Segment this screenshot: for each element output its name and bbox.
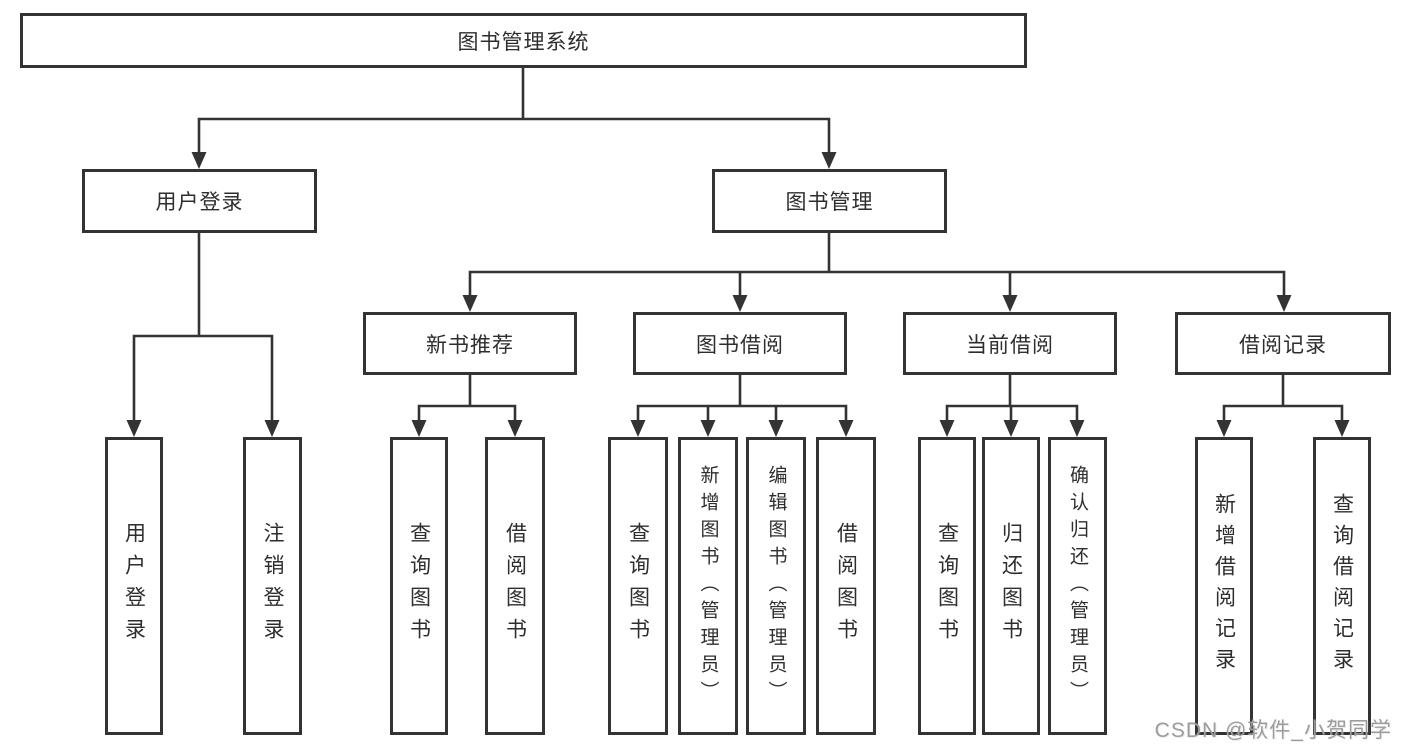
connector-borrow-group	[636, 375, 848, 421]
node-user-login-leaf: 用户登录	[105, 437, 163, 735]
node-user-login: 用户登录	[82, 169, 317, 233]
connector-records-group	[1222, 375, 1344, 421]
node-book-borrowing: 图书借阅	[633, 312, 847, 375]
connector-mgmt-group	[468, 233, 1286, 296]
node-confirm-return-admin: 确认归还（管理员）	[1048, 437, 1107, 735]
node-edit-book-admin: 编辑图书（管理员）	[746, 437, 806, 735]
node-label: 借阅记录	[1239, 333, 1327, 357]
node-add-borrow-record: 新增借阅记录	[1195, 437, 1253, 735]
node-label: 借阅图书	[834, 522, 858, 650]
connector-login-group	[132, 233, 274, 421]
node-borrow-books-recommend: 借阅图书	[485, 437, 545, 735]
node-label: 用户登录	[155, 191, 244, 214]
node-label: 归还图书	[999, 522, 1023, 650]
node-label: 图书管理	[785, 191, 874, 214]
connector-newbook-group	[417, 375, 517, 421]
node-query-books-current: 查询图书	[918, 437, 976, 735]
node-query-books-borrowing: 查询图书	[608, 437, 668, 735]
node-label: 新增借阅记录	[1212, 493, 1236, 679]
node-label: 借阅图书	[503, 522, 527, 650]
node-label: 查询借阅记录	[1330, 493, 1354, 679]
node-book-management: 图书管理	[712, 169, 947, 233]
node-borrow-book: 借阅图书	[816, 437, 876, 735]
node-current-borrowing: 当前借阅	[903, 312, 1117, 375]
connector-current-group	[945, 375, 1079, 421]
csdn-watermark: CSDN @软件_小贺同学	[1154, 719, 1392, 742]
node-add-book-admin: 新增图书（管理员）	[678, 437, 738, 735]
node-label: 确认归还（管理员）	[1067, 464, 1088, 708]
node-label: 当前借阅	[966, 333, 1054, 357]
node-library-system: 图书管理系统	[20, 13, 1027, 68]
node-label: 新书推荐	[426, 333, 514, 357]
node-query-borrow-record: 查询借阅记录	[1313, 437, 1371, 735]
node-logout: 注销登录	[243, 437, 302, 735]
node-label: 新增图书（管理员）	[697, 464, 719, 708]
node-label: 编辑图书（管理员）	[765, 464, 787, 708]
node-query-books-recommend: 查询图书	[390, 437, 448, 735]
node-label: 查询图书	[407, 522, 431, 650]
node-label: 图书借阅	[696, 333, 784, 357]
connector-root	[197, 68, 831, 153]
node-label: 查询图书	[935, 522, 959, 650]
node-label: 图书管理系统	[457, 30, 590, 54]
node-new-book-recommend: 新书推荐	[363, 312, 577, 375]
node-label: 查询图书	[626, 522, 650, 650]
node-label: 注销登录	[261, 522, 284, 650]
node-label: 用户登录	[122, 522, 146, 650]
node-borrowing-records: 借阅记录	[1175, 312, 1391, 375]
node-return-book: 归还图书	[982, 437, 1040, 735]
